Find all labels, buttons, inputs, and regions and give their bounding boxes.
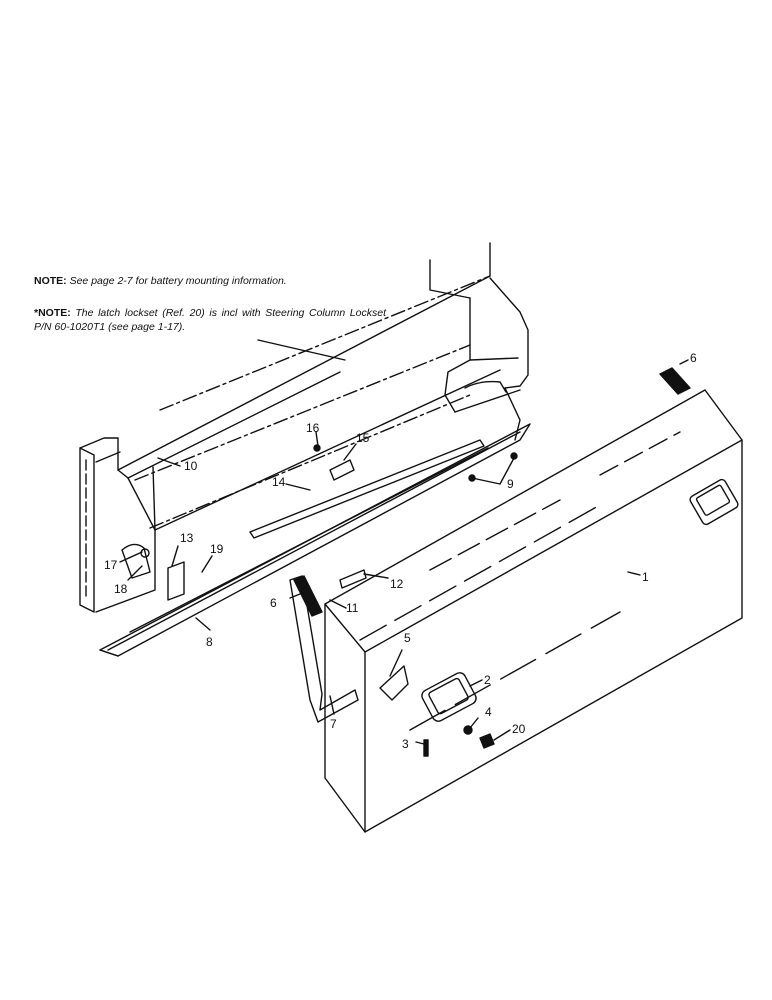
note-text: See page 2-7 for battery mounting inform… [66, 275, 287, 287]
callout-13: 13 [180, 531, 194, 545]
callout-9: 9 [507, 477, 514, 491]
callout-8: 8 [206, 635, 213, 649]
gasket [289, 575, 359, 723]
callout-12: 12 [390, 577, 404, 591]
battery-note: NOTE: See page 2-7 for battery mounting … [34, 274, 394, 288]
side-panel [324, 389, 743, 833]
callout-19: 19 [210, 542, 224, 556]
lower-rail [99, 423, 531, 657]
note-label: *NOTE: [34, 307, 71, 319]
callout-11: 11 [346, 601, 359, 615]
callout-16: 16 [306, 421, 320, 435]
callout-5: 5 [404, 631, 411, 645]
lockset-note: *NOTE: The latch lockset (Ref. 20) is in… [34, 306, 386, 334]
bracket [167, 561, 185, 601]
callout-7: 7 [330, 717, 337, 731]
callout-15: 15 [356, 431, 370, 445]
callout-18: 18 [114, 582, 128, 596]
side-strip [293, 575, 323, 617]
callout-3: 3 [402, 737, 409, 751]
callout-6b: 6 [270, 596, 277, 610]
callout-labels: 1 2 3 4 5 6 6 7 8 9 10 11 12 13 14 15 16… [104, 351, 697, 751]
body-frame [79, 242, 529, 613]
note-text: The latch lockset (Ref. 20) is incl with… [34, 307, 386, 333]
callout-1: 1 [642, 570, 649, 584]
callout-2: 2 [484, 673, 491, 687]
top-strip [659, 367, 691, 395]
callout-20: 20 [512, 722, 526, 736]
callout-6a: 6 [690, 351, 697, 365]
callout-14: 14 [272, 475, 286, 489]
callout-10: 10 [184, 459, 198, 473]
callout-4: 4 [485, 705, 492, 719]
note-label: NOTE: [34, 275, 67, 287]
seal-strip [249, 439, 485, 539]
callout-17: 17 [104, 558, 118, 572]
